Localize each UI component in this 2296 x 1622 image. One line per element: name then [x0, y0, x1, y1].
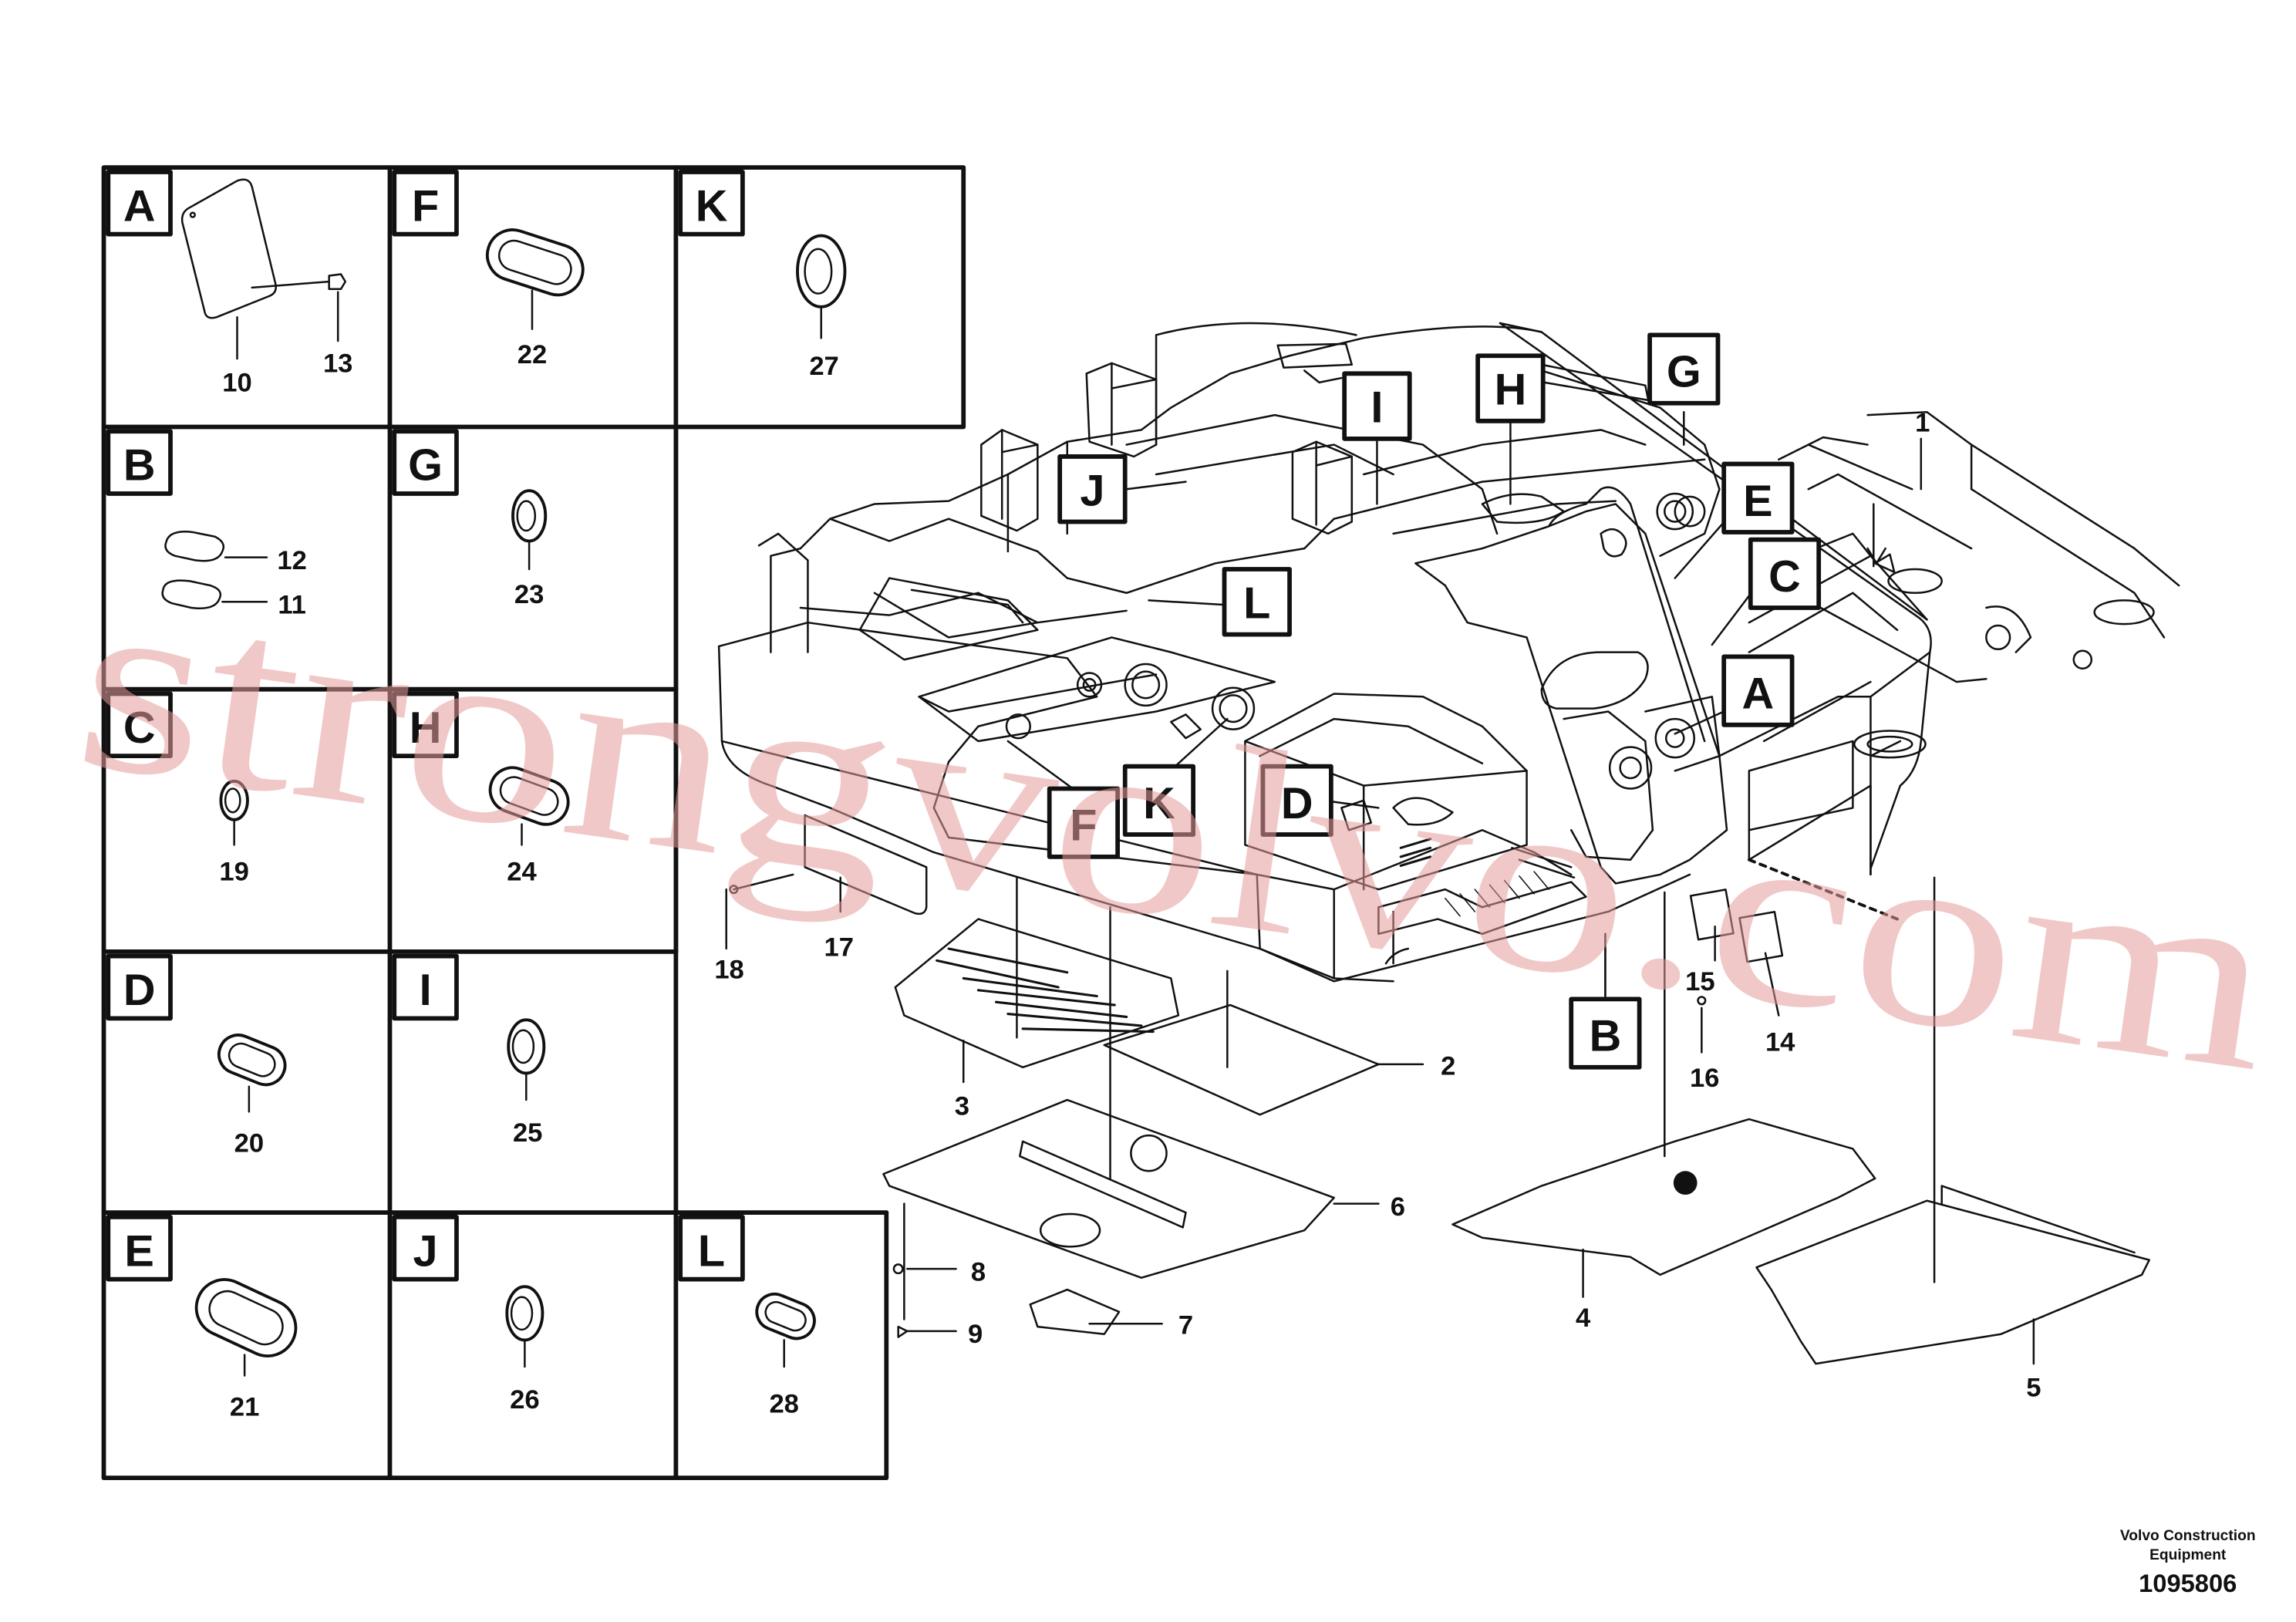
panel-5	[1755, 1199, 2151, 1365]
detail-cell-e: E 21	[106, 1214, 298, 1421]
detail-letter: F	[412, 181, 439, 231]
watermark: strongvolvo.com	[62, 533, 2290, 1126]
detail-letter: J	[413, 1226, 438, 1276]
detail-letter: L	[698, 1226, 725, 1276]
callout-letter: D	[1281, 779, 1313, 828]
detail-cell-l: L 28	[678, 1214, 816, 1419]
part-number: 27	[809, 352, 838, 381]
callout-letter: C	[1768, 552, 1801, 602]
callout-g: G	[1647, 332, 1721, 406]
callout-letter: I	[1371, 383, 1383, 433]
callout-k: K	[1122, 764, 1196, 837]
callout-letter: L	[1243, 578, 1270, 628]
part-number: 15	[1685, 967, 1714, 996]
callout-letter: K	[1143, 779, 1175, 828]
detail-cell-h: H 24	[392, 691, 570, 887]
part-number: 5	[2026, 1373, 2041, 1402]
callout-letter: F	[1070, 801, 1097, 851]
detail-cell-c: C 19	[106, 691, 249, 887]
callout-i: I	[1342, 371, 1412, 441]
company-name-2: Equipment	[2149, 1547, 2227, 1563]
detail-cell-k: K 27	[678, 170, 847, 381]
detail-letter: C	[123, 703, 156, 753]
leader-lines	[725, 411, 2035, 1365]
part-number: 7	[1178, 1311, 1193, 1340]
detail-cell-g: G 23	[392, 429, 548, 609]
detail-letter: I	[420, 966, 432, 1015]
detail-letter: D	[123, 966, 156, 1015]
part-number: 9	[968, 1320, 983, 1349]
detail-letter: K	[696, 181, 728, 231]
callout-j: J	[1057, 454, 1128, 524]
detail-cell-f: F 22	[392, 170, 585, 369]
callout-h: H	[1475, 353, 1546, 423]
callout-l: L	[1222, 567, 1292, 637]
part-number: 2	[1441, 1051, 1455, 1081]
detail-cell-j: J 26	[392, 1214, 544, 1415]
callout-b: B	[1569, 996, 1642, 1070]
callout-letter: H	[1495, 366, 1527, 415]
callout-boxes: H G I J L E C A	[1047, 332, 1822, 1070]
part-number: 20	[234, 1128, 264, 1158]
belly-panels	[729, 814, 2151, 1365]
part-number: 16	[1690, 1064, 1719, 1093]
drawing-footer: Volvo Construction Equipment 1095806	[2120, 1528, 2256, 1597]
part-number: 3	[955, 1091, 969, 1121]
part-number: 1	[1915, 408, 1930, 437]
part-number: 14	[1765, 1028, 1795, 1057]
detail-cell-i: I 25	[392, 953, 546, 1148]
part-number: 26	[510, 1385, 539, 1415]
part-number: 12	[277, 546, 306, 575]
part-number: 10	[222, 368, 251, 397]
part-7	[1029, 1288, 1121, 1335]
panel-3	[894, 918, 1180, 1069]
detail-letter: B	[123, 441, 156, 491]
callout-letter: G	[1667, 348, 1701, 397]
callout-c: C	[1748, 537, 1822, 610]
panel-3-vents	[936, 947, 1155, 1034]
detail-letter: A	[123, 181, 156, 231]
part-number: 8	[971, 1258, 986, 1287]
callout-f: F	[1047, 786, 1120, 859]
callout-d: D	[1260, 764, 1333, 837]
panel-17	[804, 814, 928, 916]
callout-letter: E	[1743, 477, 1772, 526]
callout-letter: J	[1080, 466, 1104, 515]
panel-2	[1103, 1003, 1380, 1116]
drawing-number: 1095806	[2139, 1569, 2237, 1597]
part-14	[1738, 910, 1784, 963]
part-number: 13	[323, 349, 352, 378]
detail-letter: H	[410, 703, 442, 753]
detail-cell-d: D 20	[106, 953, 287, 1158]
part-number: 18	[714, 955, 743, 984]
part-number: 23	[514, 580, 544, 609]
part-number: 25	[513, 1118, 542, 1148]
part-number: 19	[219, 858, 248, 887]
part-number: 6	[1391, 1192, 1405, 1222]
detail-cell-b: B 12 11	[106, 429, 307, 620]
detail-letter: G	[408, 441, 443, 491]
callout-e: E	[1721, 461, 1795, 534]
callout-letter: A	[1742, 669, 1775, 719]
panel-6	[882, 1098, 1335, 1279]
part-number: 17	[824, 933, 854, 963]
part-number: 24	[507, 858, 537, 887]
company-name: Volvo Construction	[2120, 1528, 2256, 1544]
part-number: 4	[1576, 1303, 1591, 1333]
part-number: 21	[230, 1392, 259, 1421]
part-number: 11	[278, 591, 306, 620]
detail-letter: E	[124, 1226, 153, 1276]
part-number: 22	[518, 340, 547, 369]
callout-letter: B	[1590, 1012, 1622, 1061]
callout-a: A	[1721, 654, 1795, 727]
panel-4	[1451, 1118, 1876, 1276]
part-number: 28	[769, 1390, 798, 1419]
upper-frame-drawing	[717, 322, 2180, 983]
main-part-numbers: 1 2 3 4 5 6 7 8 9 14 15 16 17 18	[714, 408, 2041, 1402]
detail-cell-a: A 10 13	[106, 170, 352, 397]
detail-grid: A 10 13 F 22 K 27	[101, 165, 966, 1481]
